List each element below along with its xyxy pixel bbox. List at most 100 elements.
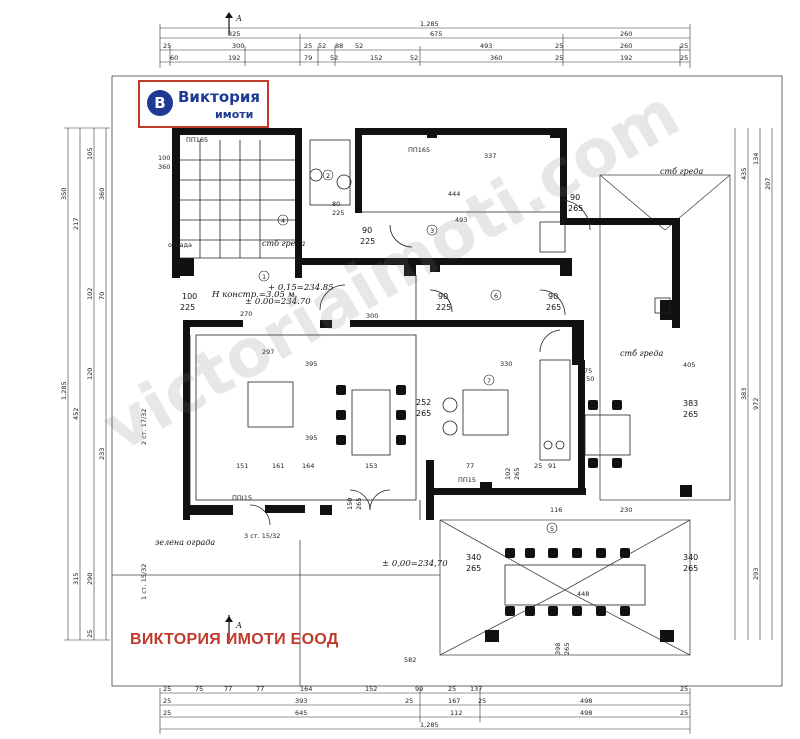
- dim-text: 25: [680, 54, 688, 62]
- dim-text: 70: [98, 292, 106, 300]
- opening-width: 100: [182, 292, 197, 301]
- label-fence: зелена ограда: [155, 538, 215, 547]
- dim-text: 25: [163, 685, 171, 693]
- dim-text: 25: [680, 685, 688, 693]
- dim-text: 116: [550, 506, 562, 514]
- opening-width: 90: [548, 292, 558, 301]
- opening-height: 265: [683, 564, 698, 573]
- room-number: 6: [494, 292, 498, 300]
- opening-height: 265: [416, 409, 431, 418]
- dim-text: 25: [555, 54, 563, 62]
- dim-text: 137: [470, 685, 482, 693]
- dim-text: 25: [163, 42, 171, 50]
- dim-total-top: 1,285: [420, 20, 439, 28]
- logo-letter-icon: В: [147, 90, 173, 116]
- dim-text: 153: [365, 462, 377, 470]
- room-number: 1: [262, 273, 266, 281]
- top-dimension-lines: [159, 24, 691, 68]
- dim-text: 645: [295, 709, 307, 717]
- dim-text: 383: [740, 388, 748, 400]
- opening-height: 265: [513, 468, 521, 480]
- room-number: 3: [430, 227, 434, 235]
- dim-text: 233: [98, 448, 106, 460]
- opening-labels: 100 360 80 225 90 225 90 265 100 225 90 …: [158, 154, 698, 655]
- dim-text: 435: [740, 168, 748, 180]
- dim-text: 452: [72, 408, 80, 420]
- opening-width: 80: [332, 200, 340, 208]
- label-beam: стб греда: [262, 239, 305, 248]
- elevation-marks: H констр.=3.05 м. + 0.15=234.85 ± 0.00=2…: [211, 283, 448, 569]
- dim-text: 134: [752, 153, 760, 165]
- dim-text: 25: [86, 630, 94, 638]
- dim-text: 293: [752, 568, 760, 580]
- elev-top: + 0.15=234.85: [268, 283, 334, 293]
- opening-height: 225: [436, 303, 451, 312]
- dim-text: 444: [448, 190, 460, 198]
- opening-width: 90: [362, 226, 372, 235]
- opening-width: 398: [554, 643, 562, 655]
- room-number: 5: [550, 525, 554, 533]
- dim-text: 395: [305, 434, 317, 442]
- dim-text: 79: [304, 54, 312, 62]
- opening-width: 340: [683, 553, 698, 562]
- dim-text: 337: [484, 152, 496, 160]
- label-stair: 1 ст. 15/32: [140, 564, 148, 600]
- top-dimensions: 1,285 325 675 260 25 300 25 52 88 52 493…: [163, 20, 688, 62]
- dim-text: 25: [534, 462, 542, 470]
- dim-text: 207: [764, 178, 772, 190]
- dim-text: 60: [170, 54, 178, 62]
- opening-width: 102: [504, 468, 512, 480]
- label-stair: 2 ст. 17/32: [140, 409, 148, 445]
- elev-constr: H констр.=3.05 м.: [211, 290, 297, 300]
- dim-text: 498: [580, 697, 592, 705]
- dim-text: 52: [355, 42, 363, 50]
- opening-width: 90: [438, 292, 448, 301]
- dim-text: 582: [404, 656, 416, 664]
- opening-width: 75: [584, 367, 592, 375]
- dim-text: 25: [555, 42, 563, 50]
- dim-text: 393: [295, 697, 307, 705]
- opening-height: 265: [355, 498, 363, 510]
- dim-text: 152: [370, 54, 382, 62]
- section-mark-bottom: А: [235, 621, 242, 630]
- dim-text: 25: [448, 685, 456, 693]
- section-marks: А А: [225, 12, 242, 640]
- opening-height: 360: [158, 163, 170, 171]
- dim-total-bottom: 1,285: [420, 721, 439, 729]
- opening-height: 265: [466, 564, 481, 573]
- bottom-dimensions: 25 75 77 77 164 152 99 25 137 25 25 393 …: [163, 685, 688, 729]
- opening-width: 252: [416, 398, 431, 407]
- dim-text: 88: [335, 42, 343, 50]
- dim-text: 350: [60, 188, 68, 200]
- elev-outdoor: ± 0,00=234,70: [382, 559, 448, 569]
- label-pp: ППІ15: [232, 494, 252, 502]
- dim-text: 164: [302, 462, 314, 470]
- dim-text: 99: [415, 685, 423, 693]
- dim-text: 300: [232, 42, 244, 50]
- label-pp: ПП15: [458, 476, 476, 484]
- right-dimension-lines: [734, 128, 773, 640]
- opening-height: 265: [683, 410, 698, 419]
- dim-text: 25: [405, 697, 413, 705]
- dim-text: 493: [480, 42, 492, 50]
- dim-text: 498: [580, 709, 592, 717]
- dim-text: 52: [410, 54, 418, 62]
- dim-text: 270: [240, 310, 252, 318]
- dim-text: 192: [228, 54, 240, 62]
- opening-width: 100: [158, 154, 170, 162]
- room-number: 7: [487, 377, 491, 385]
- dim-text: 25: [304, 42, 312, 50]
- structural-walls: [172, 128, 692, 642]
- dim-text: 77: [224, 685, 232, 693]
- label-pp: ПП165: [186, 136, 208, 144]
- interior-dimensions: 337 444 493 330 300 297 395 395 164 161 …: [236, 152, 695, 664]
- room-number: 2: [326, 172, 330, 180]
- brand-logo: В Виктория имоти: [138, 80, 269, 128]
- dim-text: 161: [272, 462, 284, 470]
- right-dimensions: 435 134 207 383 972 293: [740, 153, 772, 580]
- dim-text: 300: [366, 312, 378, 320]
- dim-text: 675: [430, 30, 442, 38]
- dim-text: 330: [500, 360, 512, 368]
- room-number: 4: [281, 217, 285, 225]
